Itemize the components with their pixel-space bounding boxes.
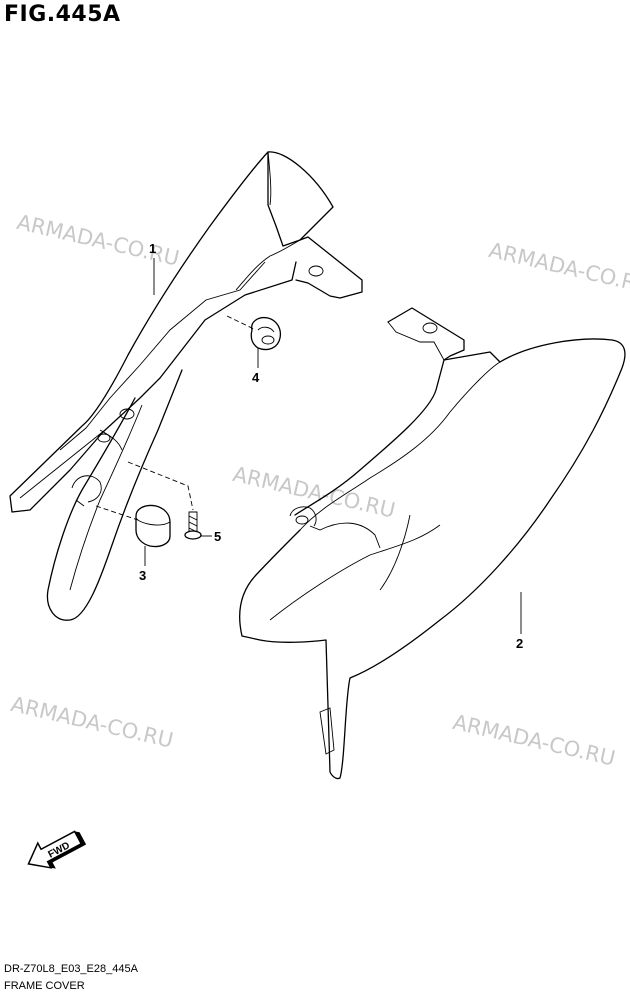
assembly-line <box>95 505 139 521</box>
grommet-part-4 <box>250 316 282 351</box>
callout-number-3: 3 <box>139 568 146 583</box>
callout-number-4: 4 <box>252 370 260 385</box>
figure-code: DR-Z70L8_E03_E28_445A <box>4 963 138 975</box>
assembly-line <box>127 461 194 511</box>
callout-number-1: 1 <box>149 241 156 256</box>
callout-number-2: 2 <box>516 636 523 651</box>
figure-title: FIG.445A <box>4 2 121 27</box>
frame-cover-right <box>239 307 626 780</box>
frame-cover-left <box>9 151 363 621</box>
figure-name: FRAME COVER <box>4 980 85 992</box>
screw-part-5 <box>184 511 202 540</box>
cushion-part-3 <box>135 504 171 548</box>
fwd-arrow-icon: FWD <box>27 830 87 869</box>
assembly-line <box>226 315 257 331</box>
callout-number-5: 5 <box>214 529 221 544</box>
